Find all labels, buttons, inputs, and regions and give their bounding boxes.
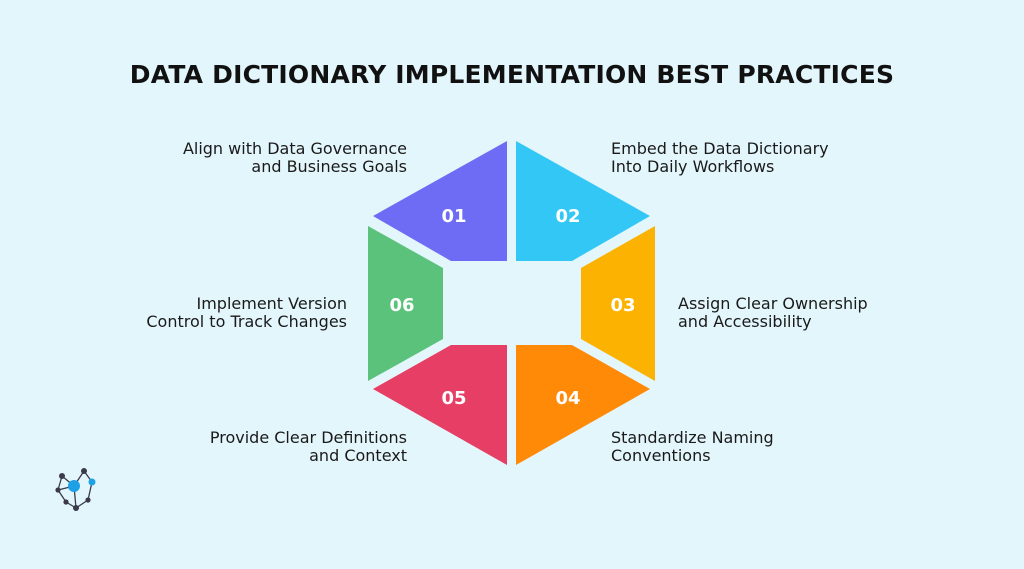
segment-06 <box>368 226 443 381</box>
step-05-line2: and Context <box>309 446 407 465</box>
step-number-01: 01 <box>441 206 466 227</box>
step-01-line2: and Business Goals <box>251 157 407 176</box>
step-label-06: Implement Version Control to Track Chang… <box>146 295 347 331</box>
step-label-04: Standardize Naming Conventions <box>611 429 774 465</box>
network-node-logo-icon <box>55 468 96 511</box>
step-03-line1: Assign Clear Ownership <box>678 294 868 313</box>
segment-04 <box>516 345 650 465</box>
segment-02 <box>516 141 650 261</box>
step-02-line1: Embed the Data Dictionary <box>611 139 829 158</box>
page-title: DATA DICTIONARY IMPLEMENTATION BEST PRAC… <box>129 60 895 89</box>
step-01-line1: Align with Data Governance <box>182 139 407 158</box>
step-number-06: 06 <box>389 295 414 316</box>
step-label-02: Embed the Data Dictionary Into Daily Wor… <box>611 140 829 176</box>
step-number-03: 03 <box>610 295 635 316</box>
step-number-05: 05 <box>441 388 466 409</box>
step-label-03: Assign Clear Ownership and Accessibility <box>678 295 868 331</box>
step-05-line1: Provide Clear Definitions <box>209 428 407 447</box>
step-02-line2: Into Daily Workflows <box>611 157 775 176</box>
step-06-line2: Control to Track Changes <box>146 312 347 331</box>
step-04-line1: Standardize Naming <box>611 428 774 447</box>
step-06-line1: Implement Version <box>196 294 347 313</box>
step-label-05: Provide Clear Definitions and Context <box>210 429 407 465</box>
segment-01 <box>373 141 507 261</box>
segment-05 <box>373 345 507 465</box>
segment-03 <box>581 226 655 381</box>
step-number-04: 04 <box>555 388 580 409</box>
step-04-line2: Conventions <box>611 446 711 465</box>
step-number-02: 02 <box>555 206 580 227</box>
step-03-line2: and Accessibility <box>678 312 812 331</box>
step-label-01: Align with Data Governance and Business … <box>183 140 407 176</box>
